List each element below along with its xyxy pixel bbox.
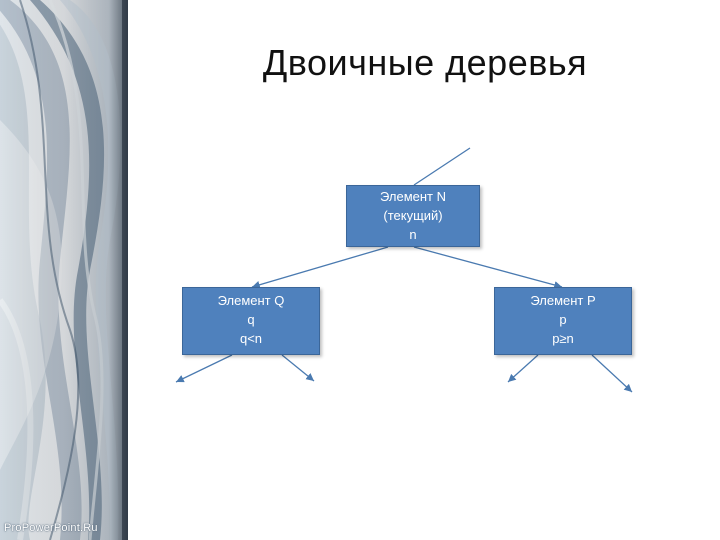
footer-credit: ProPowerPoint.Ru: [4, 522, 98, 534]
node-right-condition: p≥n: [552, 331, 574, 346]
node-root-value: n: [409, 227, 417, 242]
decorative-sidebar: ProPowerPoint.Ru: [0, 0, 128, 540]
tree-node-left-child: Элемент Q q q<n: [182, 287, 320, 355]
edge-root-to-left: [251, 246, 389, 289]
node-right-value: p: [559, 312, 567, 327]
node-root-name: Элемент N: [379, 189, 447, 204]
edge-left-child-left: [175, 354, 233, 383]
edge-root-to-right: [413, 246, 563, 289]
edge-left-child-right: [281, 354, 315, 382]
edge-from-parent: [413, 147, 471, 186]
tree-node-right-child: Элемент P p p≥n: [494, 287, 632, 355]
edge-right-child-left: [507, 354, 539, 383]
abstract-swirl-graphic: [0, 0, 128, 540]
edge-right-child-right: [591, 354, 633, 393]
node-left-condition: q<n: [239, 331, 263, 346]
node-left-name: Элемент Q: [217, 293, 285, 308]
slide-title: Двоичные деревья: [262, 42, 588, 83]
node-left-value: q: [247, 312, 255, 327]
node-right-name: Элемент P: [530, 293, 596, 308]
tree-node-root: Элемент N (текущий) n: [346, 185, 480, 247]
node-root-note: (текущий): [383, 208, 443, 223]
